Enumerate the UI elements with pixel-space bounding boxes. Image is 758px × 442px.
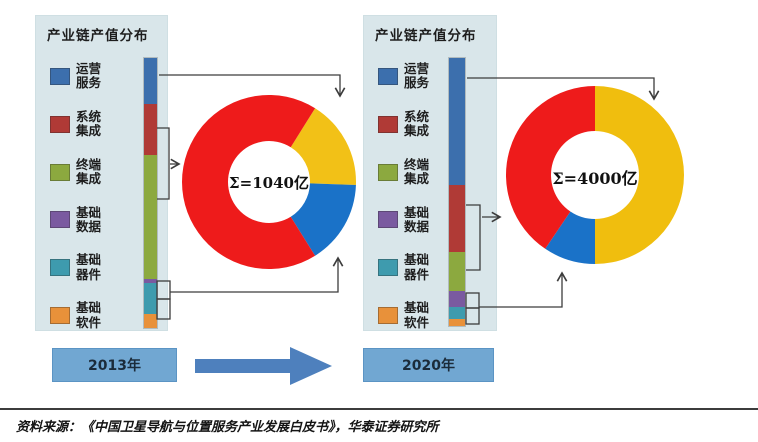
legend-label: 终端集成	[76, 156, 102, 187]
legend-item-system-integration: 系统集成	[50, 108, 130, 139]
bar-segment	[449, 184, 465, 252]
legend-swatch-operation-services	[378, 67, 398, 85]
legend-item-system-integration: 系统集成	[378, 108, 458, 139]
source-text: 资料来源：《中国卫星导航与位置服务产业发展白皮书》，华泰证券研究所	[16, 420, 439, 435]
legend-item-basic-data: 基础数据	[50, 204, 130, 235]
timeline-arrow-shaft	[195, 359, 290, 373]
legend-item-basic-components: 基础器件	[50, 253, 130, 282]
stacked-bar-2013	[143, 57, 158, 329]
legend-label: 基础数据	[76, 204, 102, 234]
legend-swatch-basic-data	[50, 211, 70, 229]
panel-title-2013: 产业链产值分布	[47, 28, 149, 44]
donut-segment	[290, 183, 356, 256]
bar-segment	[144, 58, 157, 104]
donut-segment	[506, 86, 595, 249]
donut-segment	[290, 108, 356, 186]
bar-segment	[144, 279, 157, 284]
donut-segment	[595, 86, 684, 264]
donut-segment	[182, 95, 316, 269]
bar-segment	[449, 319, 465, 326]
bar-segment	[449, 290, 465, 308]
legend-item-operation-services: 运营服务	[378, 61, 458, 91]
legend-label: 终端集成	[404, 156, 430, 187]
legend-label: 系统集成	[404, 108, 430, 139]
legend-item-operation-services: 运营服务	[50, 61, 130, 91]
donut-total-2020: Σ=4000亿	[552, 169, 638, 188]
panel-title-2020: 产业链产值分布	[375, 28, 477, 44]
legend-item-basic-data: 基础数据	[378, 204, 458, 235]
legend-swatch-basic-software	[378, 307, 398, 325]
legend-label: 基础软件	[404, 300, 430, 330]
legend-label: 基础器件	[404, 252, 430, 282]
footer-rule	[0, 408, 758, 410]
legend-swatch-basic-components	[378, 259, 398, 277]
legend-swatch-system-integration	[50, 115, 70, 133]
legend-label: 基础器件	[76, 252, 102, 282]
panel-2020: 产业链产值分布 运营服务系统集成终端集成基础数据基础器件基础软件	[363, 15, 497, 331]
legend-item-basic-software: 基础软件	[50, 301, 130, 330]
legend-item-basic-components: 基础器件	[378, 253, 458, 282]
year-label-2020: 2020年	[363, 348, 494, 382]
legend-label: 系统集成	[76, 108, 102, 139]
stacked-bar-2020	[448, 57, 466, 327]
legend-2013: 运营服务系统集成终端集成基础数据基础器件基础软件	[50, 61, 130, 330]
bar-segment	[144, 155, 157, 280]
timeline-arrow-icon	[195, 347, 335, 385]
timeline-arrow-head	[290, 347, 332, 385]
legend-item-terminal-integration: 终端集成	[378, 156, 458, 187]
donut-chart-2020	[506, 86, 684, 264]
legend-swatch-system-integration	[378, 115, 398, 133]
connector-2013-services	[159, 74, 346, 98]
donut-total-2013: Σ=1040亿	[229, 174, 309, 192]
legend-label: 基础数据	[404, 204, 430, 234]
bar-segment	[144, 103, 157, 156]
legend-swatch-basic-components	[50, 259, 70, 277]
year-label-2013: 2013年	[52, 348, 177, 382]
legend-swatch-basic-software	[50, 307, 70, 325]
legend-2020: 运营服务系统集成终端集成基础数据基础器件基础软件	[378, 61, 458, 330]
donut-segment	[545, 211, 595, 264]
donut-chart-2013	[182, 95, 356, 269]
bar-segment	[449, 251, 465, 291]
legend-label: 基础软件	[76, 300, 102, 330]
legend-swatch-basic-data	[378, 211, 398, 229]
legend-item-terminal-integration: 终端集成	[50, 156, 130, 187]
bar-segment	[449, 58, 465, 185]
legend-swatch-terminal-integration	[50, 163, 70, 181]
legend-label: 运营服务	[404, 61, 430, 91]
legend-item-basic-software: 基础软件	[378, 301, 458, 330]
bar-segment	[449, 307, 465, 320]
legend-swatch-terminal-integration	[378, 163, 398, 181]
bar-segment	[144, 314, 157, 328]
legend-swatch-operation-services	[50, 67, 70, 85]
bar-segment	[144, 283, 157, 315]
legend-label: 运营服务	[76, 61, 102, 91]
